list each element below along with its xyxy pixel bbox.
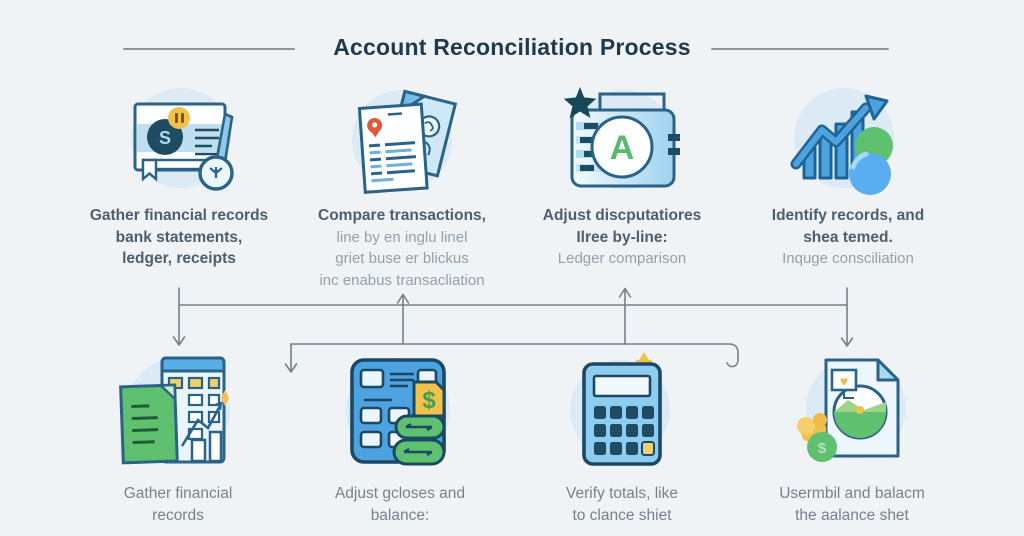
svg-text:$: $ (422, 387, 436, 414)
compare-documents-icon (277, 84, 527, 196)
step-text-line: Ledger comparison (557, 250, 687, 267)
step-card: Gather financial records (53, 350, 303, 526)
step-card: Identify records, and shea temed. Inquge… (723, 84, 973, 270)
step-text-line: records (152, 506, 204, 524)
step-text-line: Verify totals, like (566, 485, 678, 502)
step-text-line: Gather financial (123, 485, 233, 502)
step-text-line: Inquge consciliation (782, 250, 914, 267)
svg-text:♥: ♥ (840, 373, 848, 389)
document-magnifier-icon: S (54, 84, 304, 196)
step-card: Verify totals, like to clance shiet (497, 350, 747, 526)
step-text-line: Adjust gcloses and (334, 485, 466, 502)
calculator-icon (497, 350, 747, 474)
step-text-line: Gather financial records (89, 207, 269, 224)
svg-text:A: A (610, 129, 635, 167)
building-ledger-icon (53, 350, 303, 474)
step-card: Compare transactions, line by en inglu l… (277, 84, 527, 291)
step-text-line: line by en inglu linel (336, 228, 468, 246)
page-title: Account Reconciliation Process (333, 34, 691, 60)
step-text-line: Identify records, and (771, 207, 925, 224)
step-text-line: inc enabus transacliation (319, 271, 485, 289)
svg-text:S: S (159, 128, 171, 148)
step-card: ♥ $ Usermbil and balacm the aalance shet (727, 350, 977, 526)
step-text-line: griet buse er blickus (335, 250, 469, 267)
step-text-line: balance: (370, 506, 430, 524)
step-card: A Adjust discputatiores Ilree by-line: L… (497, 84, 747, 270)
step-text-line: Ilree by-line: (576, 228, 668, 246)
step-card: $ Adjust gcloses and balance: (275, 350, 525, 526)
svg-text:$: $ (818, 440, 827, 457)
title-rule-left (123, 48, 295, 50)
step-text-line: bank statements, (115, 228, 243, 246)
title-rule-right (711, 48, 889, 50)
calculator-money-icon: $ (275, 350, 525, 474)
step-text-line: Usermbil and balacm (779, 485, 925, 502)
step-text-line: shea temed. (803, 228, 893, 246)
ledger-letter-icon: A (497, 84, 747, 196)
report-pie-icon: ♥ $ (727, 350, 977, 474)
step-text-line: to clance shiet (572, 506, 672, 524)
step-text-line: ledger, receipts (122, 250, 236, 267)
step-text-line: the aalance shet (795, 506, 909, 524)
step-text-line: Compare transactions, (318, 207, 486, 224)
step-card: S Gather financial records bank statemen… (54, 84, 304, 270)
growth-chart-icon (723, 84, 973, 196)
step-text-line: Adjust discputatiores (542, 207, 702, 224)
